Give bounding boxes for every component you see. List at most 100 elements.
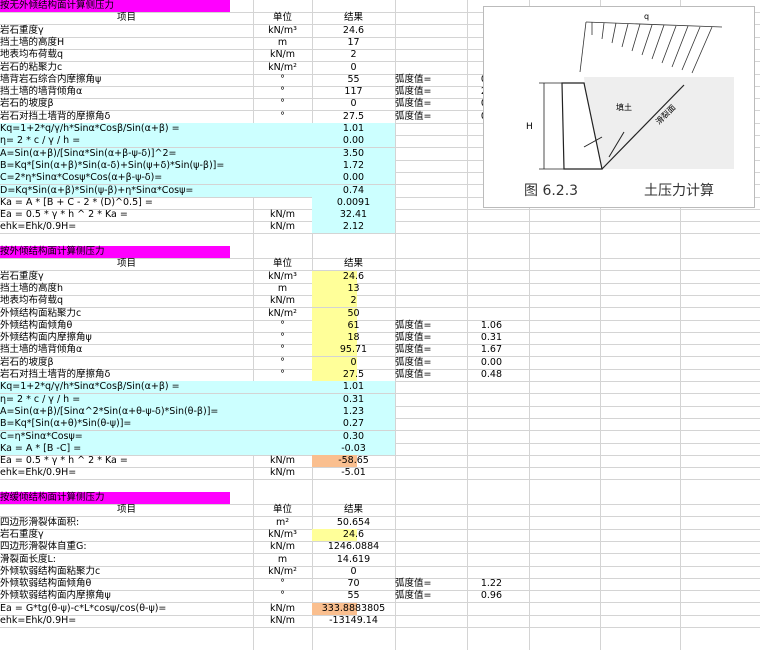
- cell-rad-label[interactable]: 弧度值=: [395, 578, 432, 589]
- header-result[interactable]: 结果: [343, 504, 363, 515]
- cell-value[interactable]: 0.31: [342, 394, 365, 405]
- cell-item[interactable]: A=Sin(α+β)/[Sinα*Sin(α+β-ψ-δ)]^2=: [0, 148, 177, 159]
- cell-value[interactable]: 61: [347, 320, 360, 331]
- cell-item[interactable]: 岩石重度γ: [0, 25, 44, 36]
- cell-item[interactable]: ehk=Ehk/0.9H=: [0, 221, 77, 232]
- cell-rad-value[interactable]: 0.31: [480, 332, 502, 343]
- cell-unit[interactable]: kN/m²: [268, 62, 297, 73]
- cell-item[interactable]: B=Kq*[Sin(α+β)*Sin(α-δ)+Sin(ψ+δ)*Sin(ψ-β…: [0, 160, 225, 171]
- cell-rad-label[interactable]: 弧度值=: [395, 344, 432, 355]
- header-unit[interactable]: 单位: [272, 504, 292, 515]
- cell-value[interactable]: 1.72: [342, 160, 365, 171]
- cell-unit[interactable]: °: [280, 98, 285, 109]
- cell-unit[interactable]: °: [280, 369, 285, 380]
- cell-rad-value[interactable]: [467, 541, 502, 553]
- cell-rad-value[interactable]: [467, 615, 502, 627]
- header-unit[interactable]: 单位: [272, 258, 292, 269]
- cell-item[interactable]: 外倾结构面倾角θ: [0, 320, 73, 331]
- cell-unit[interactable]: °: [280, 86, 285, 97]
- cell-rad-value[interactable]: [467, 308, 502, 320]
- cell-item[interactable]: D=Kq*Sin(α+β)*Sin(ψ-β)+η*Sinα*Cosψ=: [0, 185, 194, 196]
- cell-unit[interactable]: [253, 148, 312, 160]
- cell-unit[interactable]: kN/m: [269, 221, 296, 232]
- cell-item[interactable]: Ka = A * [B + C - 2 * (D)^0.5] =: [0, 197, 153, 208]
- cell-item[interactable]: 外倾软弱结构面倾角θ: [0, 578, 92, 589]
- cell-rad-label[interactable]: [395, 541, 467, 553]
- cell-rad-label[interactable]: [395, 467, 467, 479]
- header-result[interactable]: 结果: [343, 258, 363, 269]
- cell-rad-value[interactable]: [467, 566, 502, 578]
- cell-value[interactable]: 24.6: [342, 25, 365, 36]
- cell-rad-value[interactable]: [467, 394, 502, 406]
- cell-rad-label[interactable]: [395, 123, 467, 135]
- cell-item[interactable]: C=η*Sinα*Cosψ=: [0, 431, 83, 442]
- cell-item[interactable]: 地表均布荷载q: [0, 295, 64, 306]
- cell-item[interactable]: 挡土墙的高度h: [0, 283, 64, 294]
- cell-unit[interactable]: °: [280, 590, 285, 601]
- cell-rad-label[interactable]: 弧度值=: [395, 320, 432, 331]
- cell-item[interactable]: 滑裂面长度L:: [0, 554, 56, 565]
- cell-rad-value[interactable]: [467, 283, 502, 295]
- cell-rad-label[interactable]: 弧度值=: [395, 590, 432, 601]
- cell-value[interactable]: 55: [347, 74, 360, 85]
- cell-value[interactable]: 13: [347, 283, 360, 294]
- cell-value[interactable]: 17: [347, 37, 360, 48]
- cell-item[interactable]: 外倾结构面粘聚力c: [0, 308, 82, 319]
- cell-item[interactable]: A=Sin(α+β)/[Sinα^2*Sin(α+θ-ψ-δ)*Sin(θ-β)…: [0, 406, 219, 417]
- cell-rad-label[interactable]: [395, 197, 467, 209]
- header-item[interactable]: 项目: [116, 504, 136, 515]
- cell-unit[interactable]: [253, 172, 312, 184]
- cell-rad-value[interactable]: 0.00: [480, 357, 502, 368]
- cell-rad-label[interactable]: [395, 160, 467, 172]
- cell-item[interactable]: Kq=1+2*q/γ/h*Sinα*Cosβ/Sin(α+β) =: [0, 123, 180, 134]
- cell-item[interactable]: Ka = A * [B -C] =: [0, 443, 82, 454]
- cell-unit[interactable]: m: [277, 283, 288, 294]
- cell-value[interactable]: 24.6: [342, 271, 365, 282]
- cell-value[interactable]: 0.27: [342, 418, 365, 429]
- cell-item[interactable]: Ea = 0.5 * γ * h ^ 2 * Ka =: [0, 455, 128, 466]
- cell-rad-label[interactable]: 弧度值=: [395, 369, 432, 380]
- cell-value[interactable]: 3.50: [342, 148, 365, 159]
- cell-value[interactable]: 2: [350, 295, 357, 306]
- cell-unit[interactable]: °: [280, 578, 285, 589]
- cell-item[interactable]: 岩石的坡度β: [0, 357, 54, 368]
- cell-rad-label[interactable]: [395, 62, 467, 74]
- cell-unit[interactable]: [253, 443, 312, 455]
- cell-rad-label[interactable]: [395, 37, 467, 49]
- cell-value[interactable]: 95.71: [339, 344, 368, 355]
- cell-rad-label[interactable]: [395, 603, 467, 615]
- cell-rad-label[interactable]: [395, 49, 467, 61]
- cell-value[interactable]: 0.00: [342, 172, 365, 183]
- cell-unit[interactable]: °: [280, 320, 285, 331]
- cell-rad-label[interactable]: [395, 431, 467, 443]
- cell-value[interactable]: 24.6: [342, 529, 365, 540]
- cell-rad-label[interactable]: [395, 455, 467, 467]
- cell-rad-value[interactable]: 1.22: [480, 578, 502, 589]
- cell-unit[interactable]: °: [280, 74, 285, 85]
- s3-title[interactable]: 按缓倾结构面计算侧压力: [0, 492, 105, 503]
- cell-item[interactable]: Kq=1+2*q/γ/h*Sinα*Cosβ/Sin(α+β) =: [0, 381, 180, 392]
- cell-value[interactable]: 0.30: [342, 431, 365, 442]
- cell-rad-value[interactable]: [467, 381, 502, 393]
- cell-unit[interactable]: kN/m²: [268, 308, 297, 319]
- cell-unit[interactable]: m: [277, 554, 288, 565]
- cell-rad-label[interactable]: [395, 185, 467, 197]
- cell-item[interactable]: 岩石重度γ: [0, 271, 44, 282]
- cell-rad-value[interactable]: [467, 467, 502, 479]
- header-item[interactable]: 项目: [116, 258, 136, 269]
- cell-item[interactable]: 外倾软弱结构面内摩擦角ψ: [0, 590, 111, 601]
- cell-unit[interactable]: [253, 123, 312, 135]
- cell-unit[interactable]: °: [280, 332, 285, 343]
- cell-unit[interactable]: °: [280, 344, 285, 355]
- cell-rad-label[interactable]: [395, 615, 467, 627]
- cell-rad-value[interactable]: [467, 295, 502, 307]
- cell-rad-value[interactable]: [467, 431, 502, 443]
- cell-item[interactable]: 岩石的坡度β: [0, 98, 54, 109]
- cell-value[interactable]: 1.23: [342, 406, 365, 417]
- cell-value[interactable]: 70: [347, 578, 360, 589]
- cell-rad-value[interactable]: [467, 517, 502, 529]
- cell-item[interactable]: ehk=Ehk/0.9H=: [0, 615, 77, 626]
- cell-unit[interactable]: [253, 135, 312, 147]
- cell-rad-label[interactable]: [395, 148, 467, 160]
- cell-rad-value[interactable]: [467, 554, 502, 566]
